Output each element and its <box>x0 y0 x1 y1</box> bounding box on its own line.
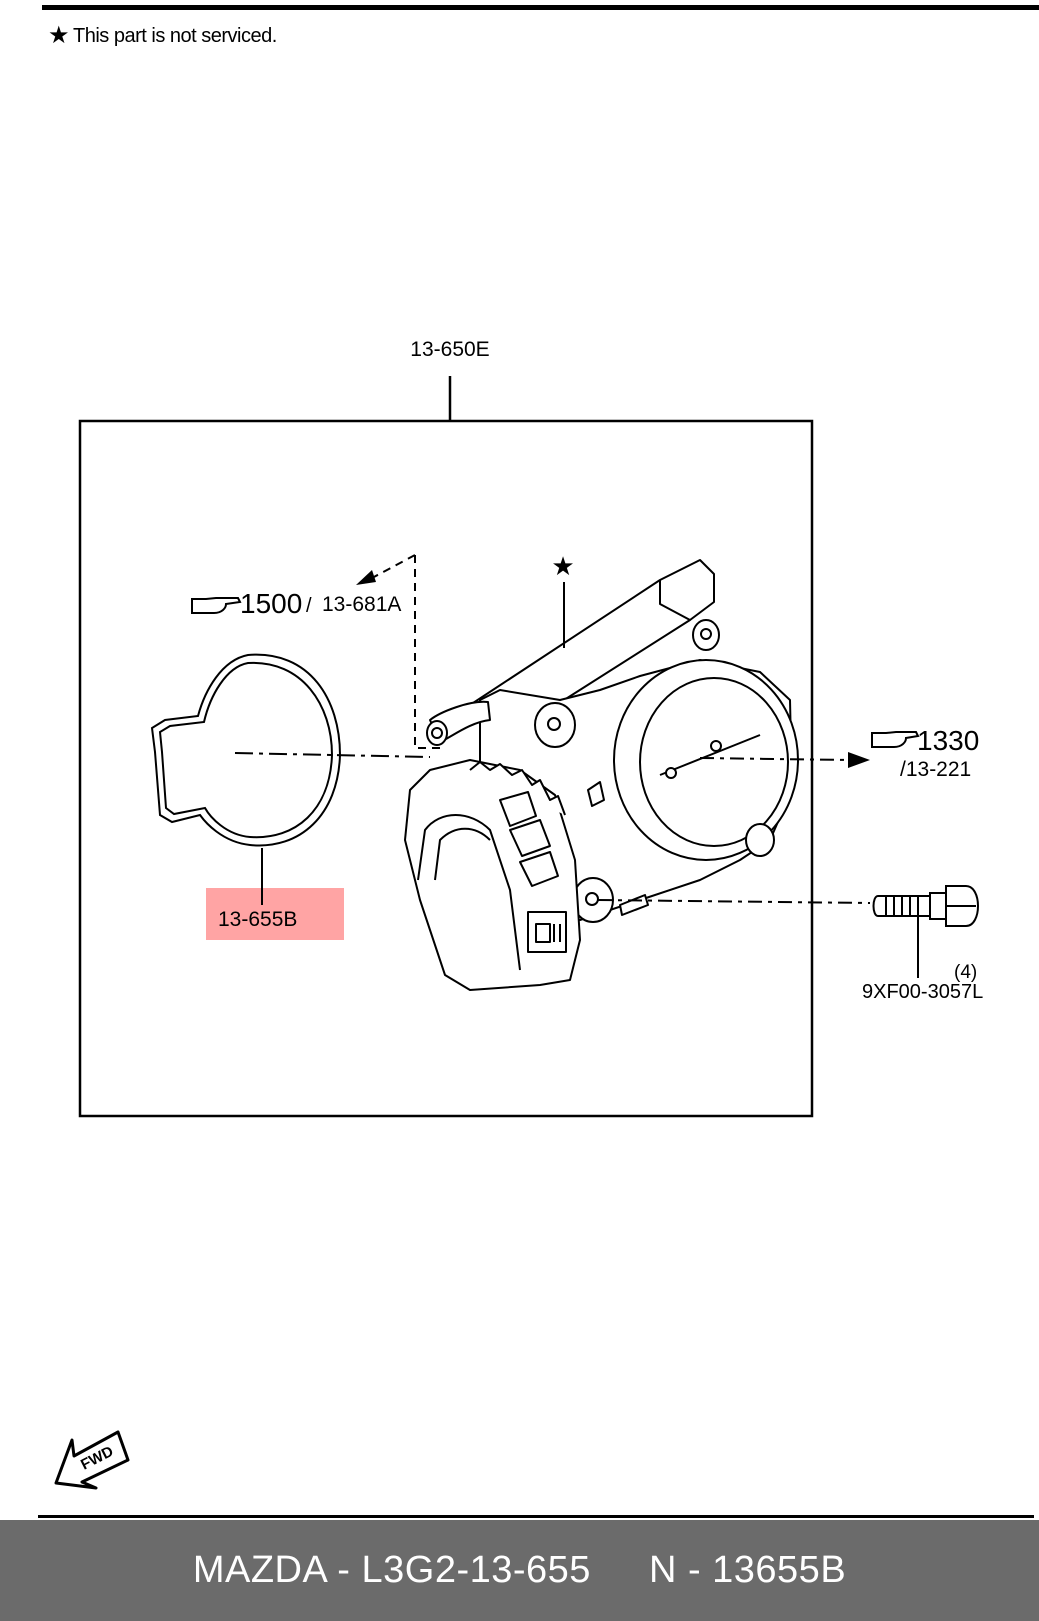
star-icon: ★ <box>48 22 70 49</box>
footer-cross-reference: N - 13655B <box>648 1549 847 1591</box>
ref-right-number: 1330 <box>917 725 979 756</box>
not-serviced-note: ★ This part is not serviced. <box>48 24 277 48</box>
ref-right-arrowhead <box>848 752 870 768</box>
hand-pointer-icon-right <box>871 731 920 748</box>
ref-right-leader <box>699 757 851 761</box>
ref-left-code: 13-681A <box>322 593 401 616</box>
hand-pointer-icon-left <box>191 597 242 614</box>
bottom-rule <box>38 1515 1034 1518</box>
ref-left-arrowhead <box>356 570 376 585</box>
fwd-arrow-icon: FWD <box>54 1430 130 1490</box>
gasket-label: 13-655B <box>218 908 297 931</box>
ref-left-separator: / <box>306 595 312 617</box>
gasket-part <box>150 653 342 847</box>
top-rule <box>42 5 1039 10</box>
assembly-label: 13-650E <box>410 338 489 361</box>
mounting-axis <box>234 752 431 758</box>
throttle-body <box>404 559 799 991</box>
gasket-highlight <box>206 888 344 940</box>
ref-right-code: /13-221 <box>900 758 971 781</box>
part-number-footer: MAZDA - L3G2-13-655 N - 13655B <box>0 1520 1039 1621</box>
star-callout: ★ <box>551 551 574 581</box>
ref-left-number: 1500 <box>240 588 302 619</box>
bolt-part <box>872 885 979 927</box>
bolt-quantity: (4) <box>954 962 977 983</box>
parts-diagram: 13-650E 13-655B 1500 / 13-681A <box>54 338 983 1490</box>
bolt-part-number: 9XF00-3057L <box>862 981 983 1003</box>
assembly-frame <box>78 419 814 1118</box>
note-text: This part is not serviced. <box>73 24 277 47</box>
footer-oem-number: MAZDA - L3G2-13-655 <box>192 1549 591 1591</box>
throttle-plate <box>659 734 761 776</box>
